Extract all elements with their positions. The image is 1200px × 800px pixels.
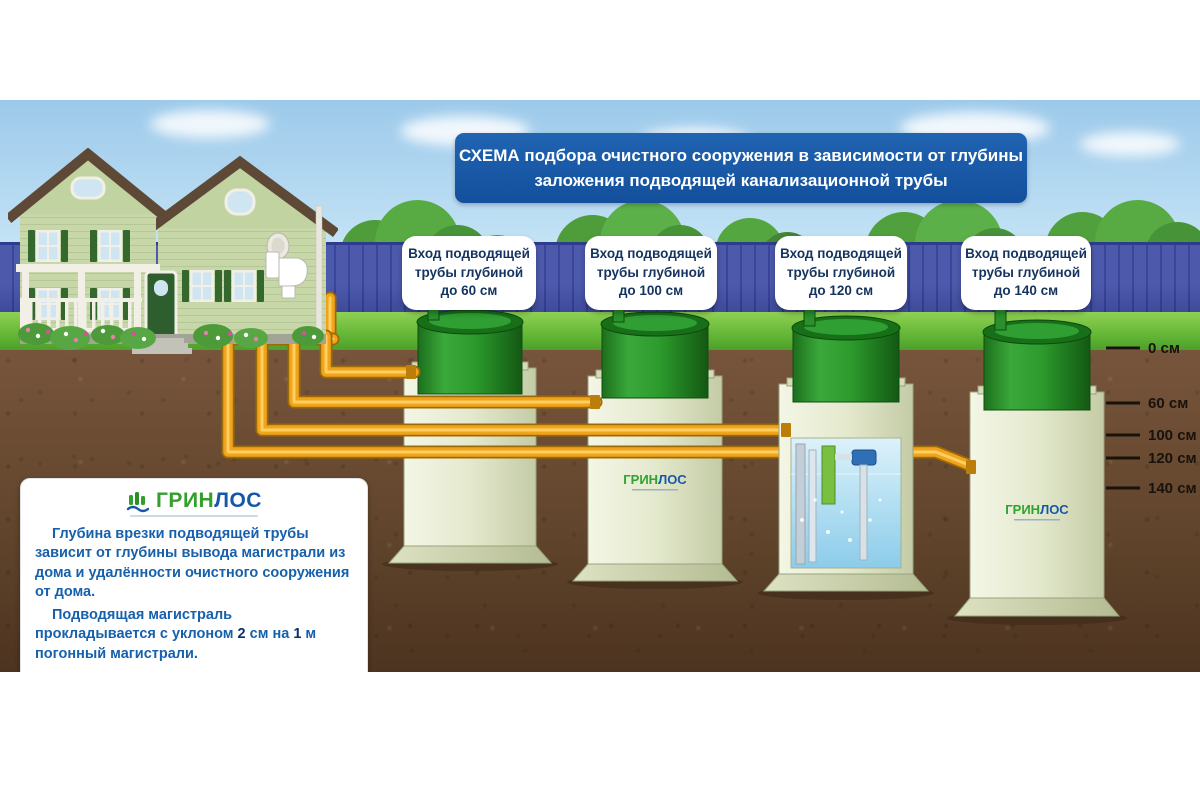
callout-text: трубы глубиной <box>414 264 524 280</box>
callout-text: Вход подводящей <box>408 245 530 261</box>
callout-depth-120: Вход подводящей трубы глубиной до 120 см <box>775 236 907 310</box>
title-line2: заложения подводящей канализационной тру… <box>534 170 948 190</box>
scene: ГРИНЛОС <box>0 100 1200 672</box>
depth-label-120: 120 см <box>1148 450 1197 467</box>
callout-text: до 60 см <box>440 283 498 299</box>
septic-tank-3-cutaway <box>758 301 934 600</box>
callout-text: до 140 см <box>993 283 1059 299</box>
callout-text: трубы глубиной <box>786 264 896 280</box>
flower-bushes <box>18 323 324 350</box>
cloud-icon <box>1080 132 1180 156</box>
depth-label-0: 0 см <box>1148 340 1180 357</box>
attic-window <box>224 188 256 216</box>
callout-depth-100: Вход подводящей трубы глубиной до 100 см <box>585 236 717 310</box>
house-illustration <box>8 148 338 354</box>
title-banner: СХЕМА подбора очистного сооружения в зав… <box>455 133 1027 203</box>
callout-text: Вход подводящей <box>965 245 1087 261</box>
cloud-icon <box>150 110 270 138</box>
pipe-inlet-sleeve <box>966 460 976 474</box>
callout-text: трубы глубиной <box>596 264 706 280</box>
tank-brand-label: ГРИНЛОС <box>623 472 687 487</box>
callout-text: Вход подводящей <box>590 245 712 261</box>
bubbles <box>800 498 882 542</box>
attic-window <box>70 176 106 200</box>
depth-label-100: 100 см <box>1148 427 1197 444</box>
info-paragraph-1: Глубина врезки подводящей трубы зависит … <box>35 526 350 601</box>
septic-tank-4: ГРИНЛОС <box>947 305 1127 625</box>
callout-text: Вход подводящей <box>780 245 902 261</box>
grinlos-logo-icon <box>126 492 150 513</box>
underground-diagram: ГРИНЛОС <box>215 291 1197 625</box>
brand-tagline-rule <box>130 515 258 517</box>
brand-name: ГРИНЛОС <box>156 489 262 512</box>
grinlos-logo: ГРИНЛОС <box>35 489 353 513</box>
depth-scale: 0 см 60 см 100 см 120 см 140 см <box>1106 340 1197 497</box>
toilet-icon <box>265 251 308 299</box>
pipe-inlet-sleeve <box>590 395 600 409</box>
title-line1: СХЕМА подбора очистного сооружения в зав… <box>458 145 1024 165</box>
info-box: ГРИНЛОС Глубина врезки подводящей трубы … <box>20 478 368 672</box>
pipe-inlet-sleeve <box>781 423 791 437</box>
callout-text: до 120 см <box>808 283 874 299</box>
depth-label-60: 60 см <box>1148 395 1188 412</box>
info-paragraph-2: Подводящая магистраль прокладывается с у… <box>35 606 317 662</box>
pipes <box>215 291 981 474</box>
pump-icon <box>851 449 877 466</box>
callout-text: до 100 см <box>618 283 684 299</box>
pipe-inlet-sleeve <box>406 365 416 379</box>
drain-pipe <box>315 205 323 339</box>
callout-depth-60: Вход подводящей трубы глубиной до 60 см <box>402 236 536 310</box>
septic-tank-2: ГРИНЛОС <box>567 297 743 589</box>
callout-depth-140: Вход подводящей трубы глубиной до 140 см <box>961 236 1091 310</box>
callout-text: трубы глубиной <box>971 264 1081 280</box>
depth-label-140: 140 см <box>1148 480 1197 497</box>
tank-brand-label: ГРИНЛОС <box>1005 502 1069 517</box>
info-paragraphs: Глубина врезки подводящей трубы зависит … <box>35 525 353 664</box>
